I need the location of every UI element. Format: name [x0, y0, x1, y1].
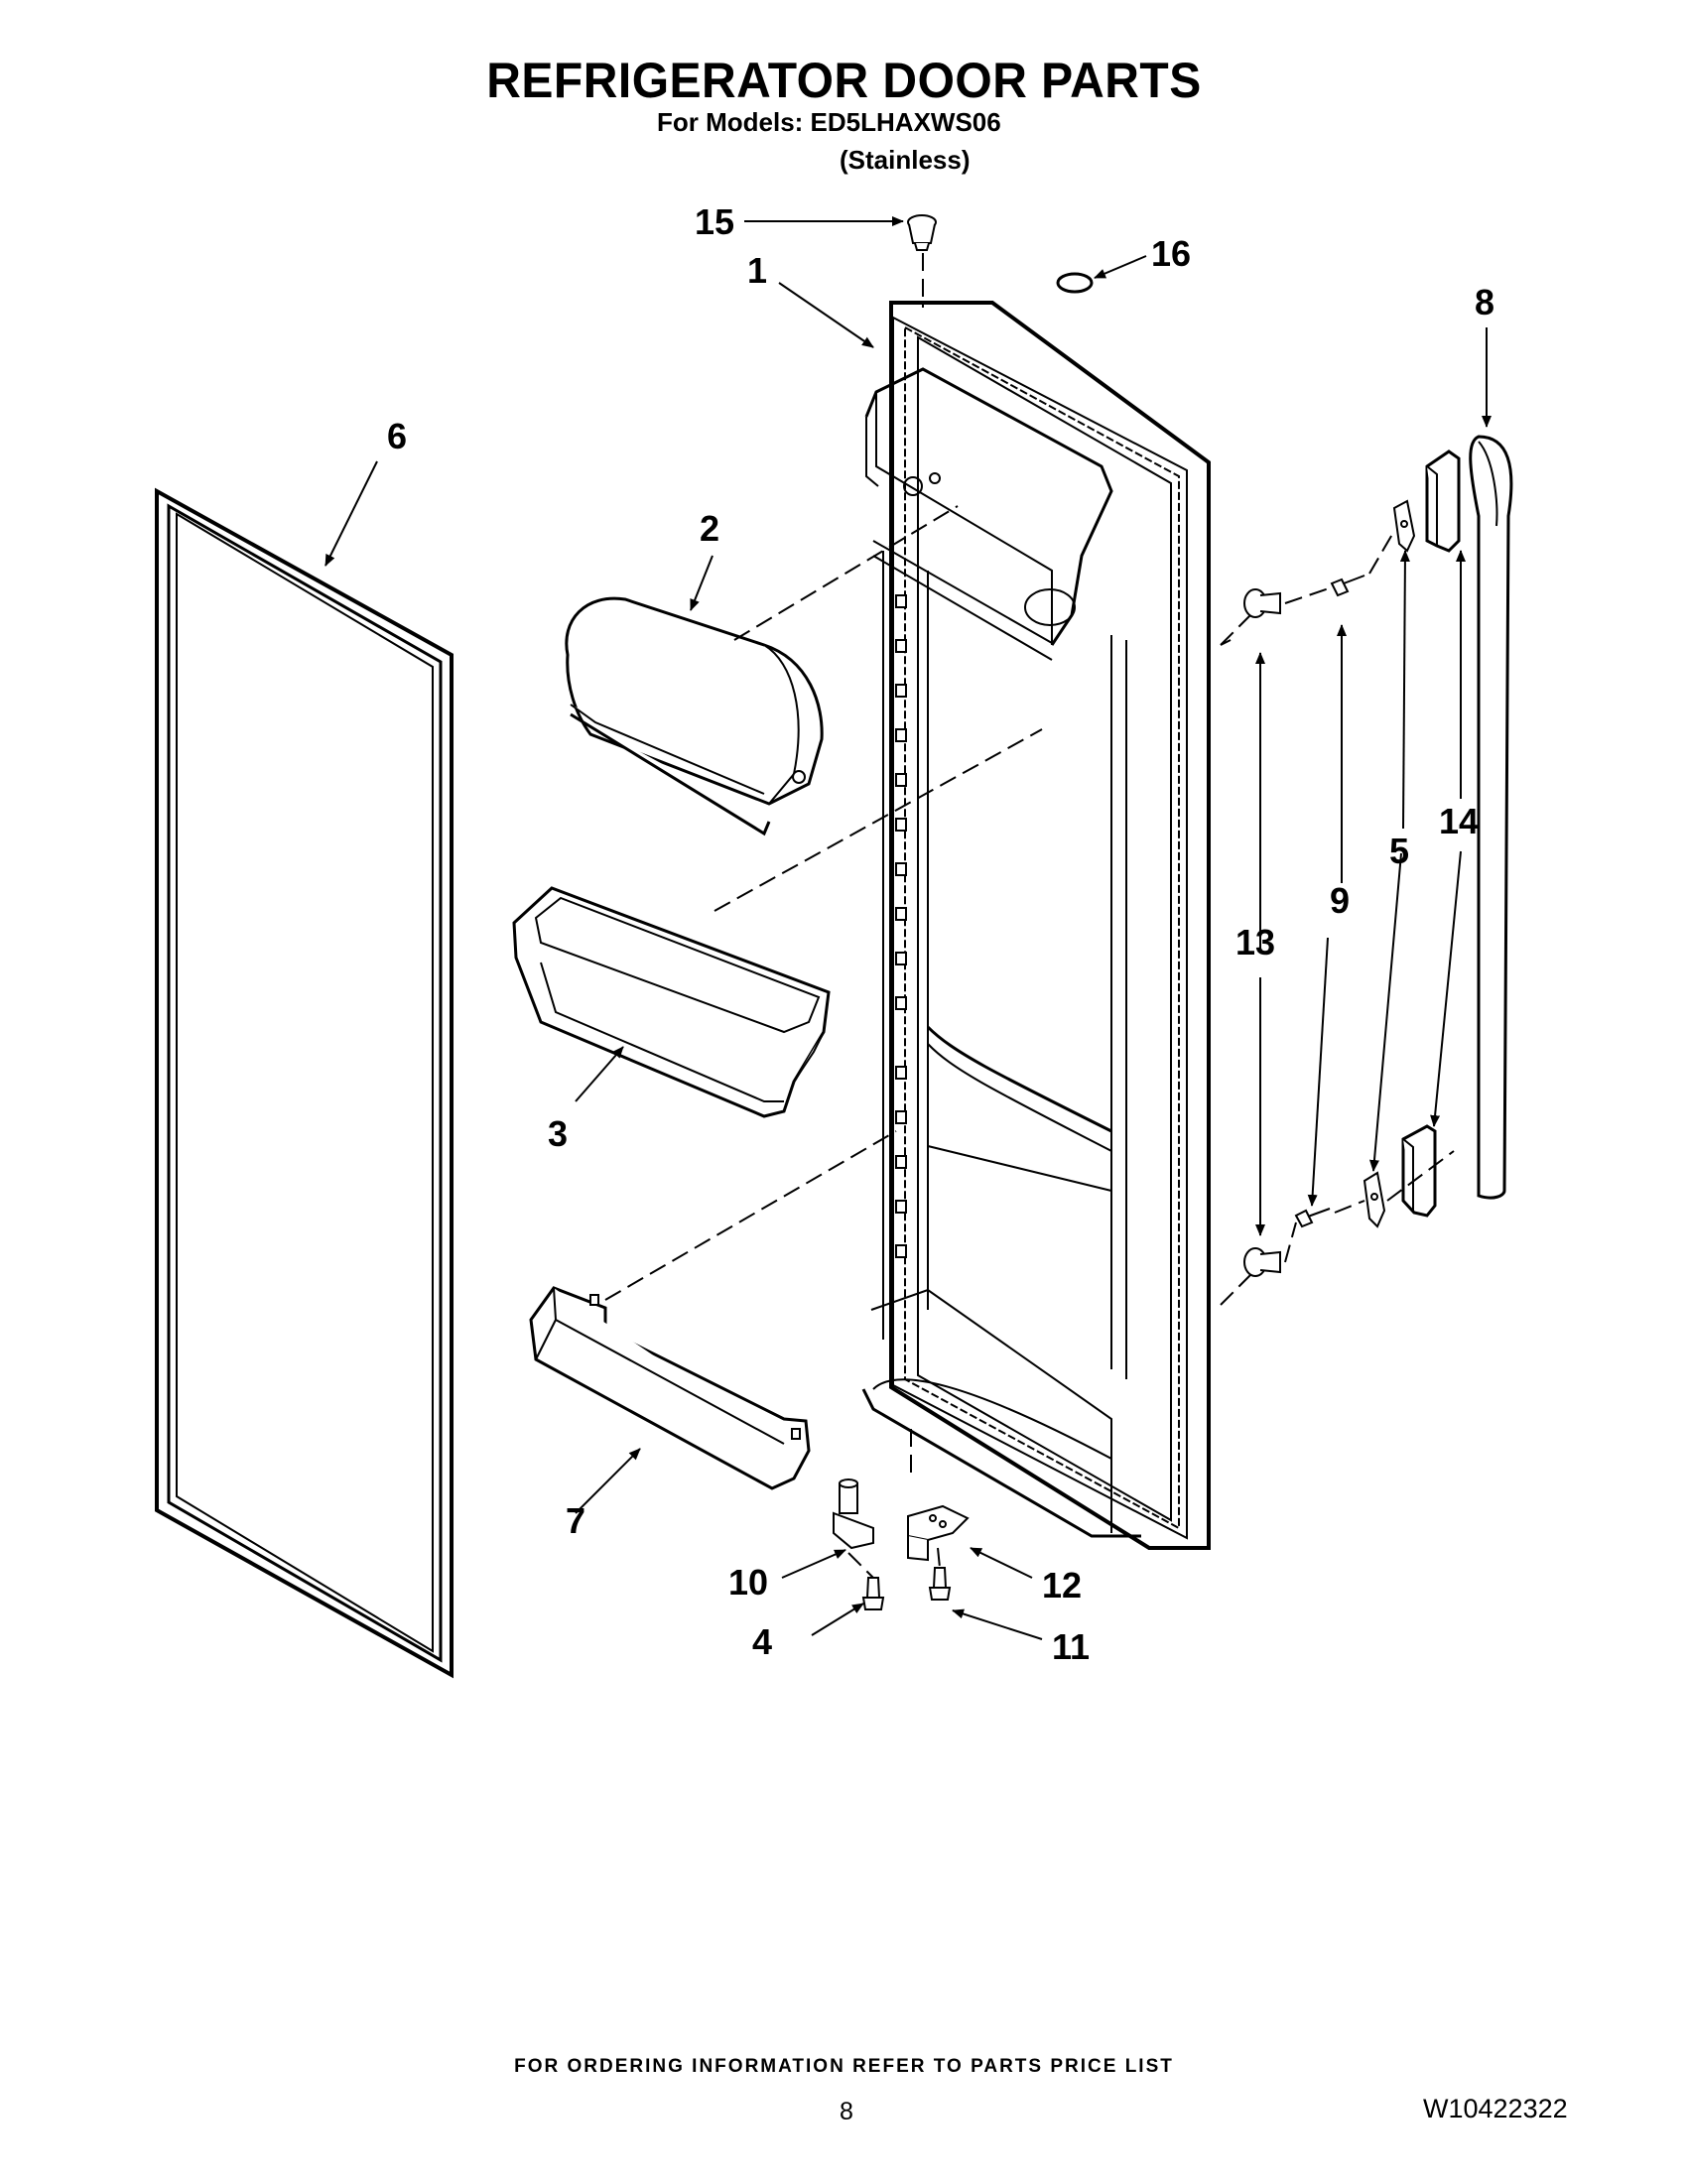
callout-15: 15	[695, 201, 734, 242]
page-title: REFRIGERATOR DOOR PARTS	[486, 53, 1202, 108]
ordering-note: FOR ORDERING INFORMATION REFER TO PARTS …	[514, 2056, 1174, 2077]
callout-10: 10	[728, 1562, 768, 1603]
page-number: 8	[840, 2098, 853, 2125]
callout-7: 7	[566, 1500, 585, 1541]
handle-screws	[1294, 575, 1365, 1228]
variant-line: (Stainless)	[840, 145, 971, 175]
callout-6: 6	[387, 416, 407, 456]
leader-lines	[325, 216, 1492, 1640]
hinge-hardware	[833, 1478, 970, 1610]
models-line: For Models: ED5LHAXWS06	[657, 107, 1001, 137]
callout-1: 1	[747, 250, 767, 291]
handle-studs	[1243, 588, 1281, 1277]
dairy-bin	[565, 596, 824, 836]
alignment-lines	[604, 253, 1455, 1579]
ring-part	[1056, 272, 1094, 294]
callout-5: 5	[1389, 831, 1409, 871]
callout-3: 3	[548, 1113, 568, 1154]
document-number: W10422322	[1423, 2094, 1568, 2123]
door-handle	[1469, 435, 1513, 1200]
callout-2: 2	[700, 508, 719, 549]
bottom-bin	[529, 1286, 811, 1490]
plug-part	[907, 214, 937, 251]
door-liner	[861, 301, 1211, 1550]
callout-14: 14	[1439, 801, 1479, 841]
callout-12: 12	[1042, 1565, 1082, 1606]
callout-4: 4	[752, 1621, 772, 1662]
callout-8: 8	[1475, 282, 1494, 322]
door-bin	[512, 886, 831, 1118]
handle-brackets	[1363, 499, 1416, 1228]
callout-16: 16	[1151, 233, 1191, 274]
handle-caps	[1401, 450, 1461, 1218]
callout-9: 9	[1330, 880, 1350, 921]
shelf-clips	[895, 594, 907, 1258]
callout-13: 13	[1235, 922, 1275, 963]
callout-11: 11	[1052, 1626, 1090, 1667]
door-gasket	[155, 487, 454, 1679]
